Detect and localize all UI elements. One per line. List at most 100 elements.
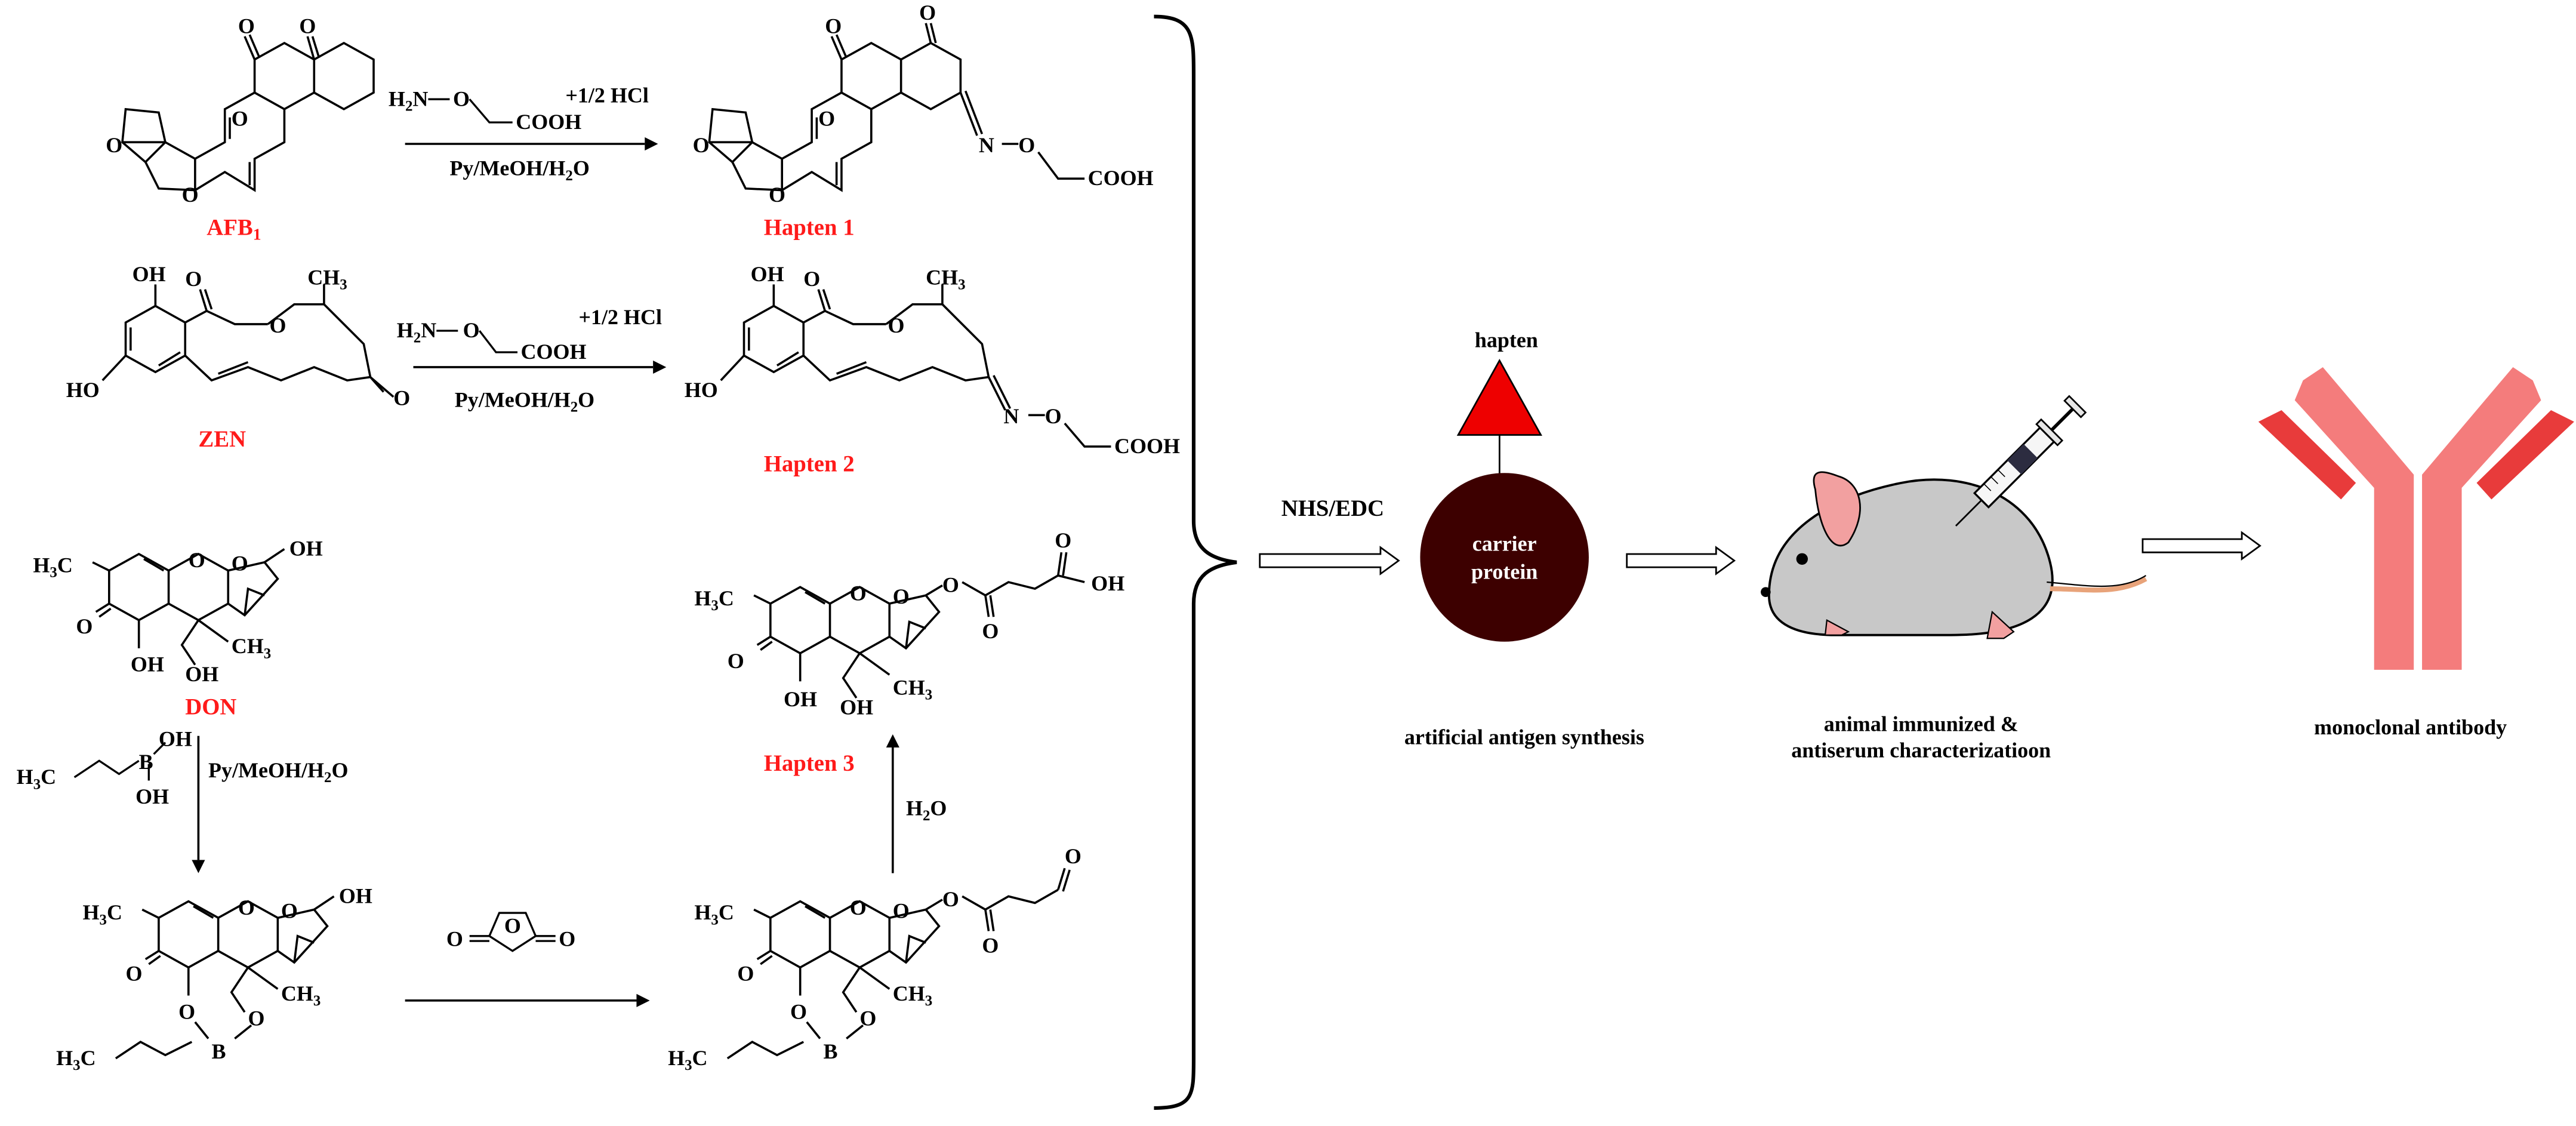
svg-text:O: O [893, 584, 910, 608]
svg-text:COOH: COOH [1114, 434, 1180, 458]
svg-text:OH: OH [1091, 571, 1124, 595]
step-label-immunized-line2: antiserum characterizatioon [1791, 739, 2051, 762]
don-intermediate-structure [726, 867, 1071, 1060]
svg-text:O: O [893, 899, 910, 922]
svg-text:B: B [212, 1039, 226, 1063]
don-label: DON [185, 694, 236, 720]
svg-text:CH3: CH3 [893, 982, 932, 1009]
hapten-label: hapten [1475, 328, 1538, 352]
step-label-antigen: artificial antigen synthesis [1404, 725, 1644, 749]
svg-text:O: O [463, 318, 480, 342]
reagent-propylboronic-acid: H3C B OH OH [17, 727, 192, 808]
svg-text:O: O [559, 927, 575, 950]
svg-text:H3C: H3C [33, 553, 72, 580]
hapten1-atoms: O O O O O N O COOH [693, 1, 1154, 207]
svg-text:O: O [859, 1006, 876, 1030]
svg-text:O: O [942, 573, 959, 597]
hapten2-structure [720, 284, 1111, 448]
don-atoms: H3C O O OH O OH OH CH3 [33, 537, 322, 687]
svg-text:CH3: CH3 [281, 982, 321, 1009]
svg-text:OH: OH [289, 537, 323, 561]
svg-text:O: O [453, 87, 470, 110]
svg-text:O: O [393, 386, 410, 410]
svg-text:O: O [504, 913, 521, 937]
svg-text:B: B [823, 1039, 837, 1063]
svg-text:OH: OH [784, 687, 817, 711]
atom-o: O [299, 14, 316, 38]
arrow-icon [192, 860, 205, 873]
succinic-anhydride: O O O [446, 912, 575, 952]
hapten1-structure [708, 23, 1085, 192]
svg-text:O: O [737, 962, 754, 986]
antibody-icon [2258, 367, 2574, 670]
reagent-aminooxyacetic-2: H2N O COOH +1/2 HCl [397, 305, 662, 364]
arrow-icon [2141, 531, 2261, 561]
syringe-icon [1955, 395, 2087, 527]
svg-text:H3C: H3C [694, 586, 734, 614]
reaction-condition-1: Py/MeOH/H2O [449, 156, 589, 184]
svg-text:O: O [281, 899, 298, 922]
svg-text:OH: OH [133, 262, 166, 286]
hapten3-label: Hapten 3 [764, 750, 855, 776]
svg-text:H3C: H3C [668, 1046, 707, 1073]
svg-text:O: O [825, 14, 842, 38]
hapten3-structure [753, 552, 1085, 699]
svg-text:CH3: CH3 [893, 675, 932, 703]
hapten2-atoms: OH O O CH3 HO N O COOH [685, 262, 1180, 458]
svg-text:O: O [1055, 528, 1071, 552]
svg-text:+1/2 HCl: +1/2 HCl [579, 305, 663, 329]
reagent-aminooxyacetic-1: H2N O COOH +1/2 HCl [389, 84, 649, 134]
svg-text:H3C: H3C [694, 900, 734, 928]
svg-text:N: N [979, 133, 994, 157]
svg-text:O: O [1065, 844, 1081, 868]
reaction-condition-2: Py/MeOH/H2O [455, 387, 594, 415]
svg-text:OH: OH [131, 653, 164, 676]
svg-text:O: O [919, 1, 936, 24]
svg-text:COOH: COOH [521, 340, 587, 364]
afb1-atoms: O O O O O [106, 14, 316, 207]
arrow-icon [653, 360, 667, 374]
svg-text:O: O [270, 313, 286, 337]
svg-text:O: O [803, 267, 820, 291]
svg-text:OH: OH [751, 262, 784, 286]
arrow-icon [1259, 546, 1400, 576]
arrow-icon [645, 137, 658, 151]
svg-text:H2N: H2N [389, 87, 428, 114]
svg-text:O: O [818, 107, 835, 131]
step-label-antibody: monoclonal antibody [2314, 715, 2507, 739]
step-label-immunized-line1: animal immunized & [1824, 712, 2019, 736]
arrow-icon [886, 734, 899, 748]
svg-text:O: O [232, 552, 248, 576]
svg-text:COOH: COOH [516, 110, 581, 134]
svg-text:OH: OH [159, 727, 192, 750]
svg-text:O: O [693, 133, 710, 157]
don-boronate-atoms: H3C O O OH O O O B CH3 H3C [56, 884, 372, 1073]
svg-text:O: O [1045, 404, 1062, 428]
svg-text:COOH: COOH [1088, 166, 1154, 190]
svg-text:OH: OH [840, 696, 873, 719]
don-structure [92, 548, 285, 666]
hapten-triangle-icon [1456, 359, 1542, 436]
brace-icon [1154, 14, 1237, 1110]
atom-o: O [182, 183, 199, 207]
zen-label: ZEN [198, 426, 246, 452]
carrier-label-line1: carrier [1472, 531, 1537, 555]
svg-text:H2N: H2N [397, 318, 436, 346]
svg-text:H3C: H3C [56, 1046, 95, 1073]
svg-text:O: O [728, 649, 744, 673]
svg-text:O: O [185, 267, 202, 291]
arrow-icon [1626, 546, 1736, 576]
svg-text:B: B [139, 750, 153, 774]
svg-text:H3C: H3C [83, 900, 122, 928]
svg-text:O: O [76, 614, 93, 638]
zen-structure [101, 284, 395, 398]
svg-text:O: O [888, 313, 904, 337]
svg-text:O: O [982, 619, 999, 643]
coupling-label: NHS/EDC [1281, 496, 1384, 521]
don-boronate-structure [115, 895, 335, 1060]
svg-text:O: O [126, 962, 143, 986]
svg-text:O: O [1018, 133, 1035, 157]
svg-text:O: O [942, 887, 959, 911]
svg-text:HO: HO [685, 378, 718, 402]
zen-atoms: OH O O CH3 HO O [66, 262, 410, 410]
